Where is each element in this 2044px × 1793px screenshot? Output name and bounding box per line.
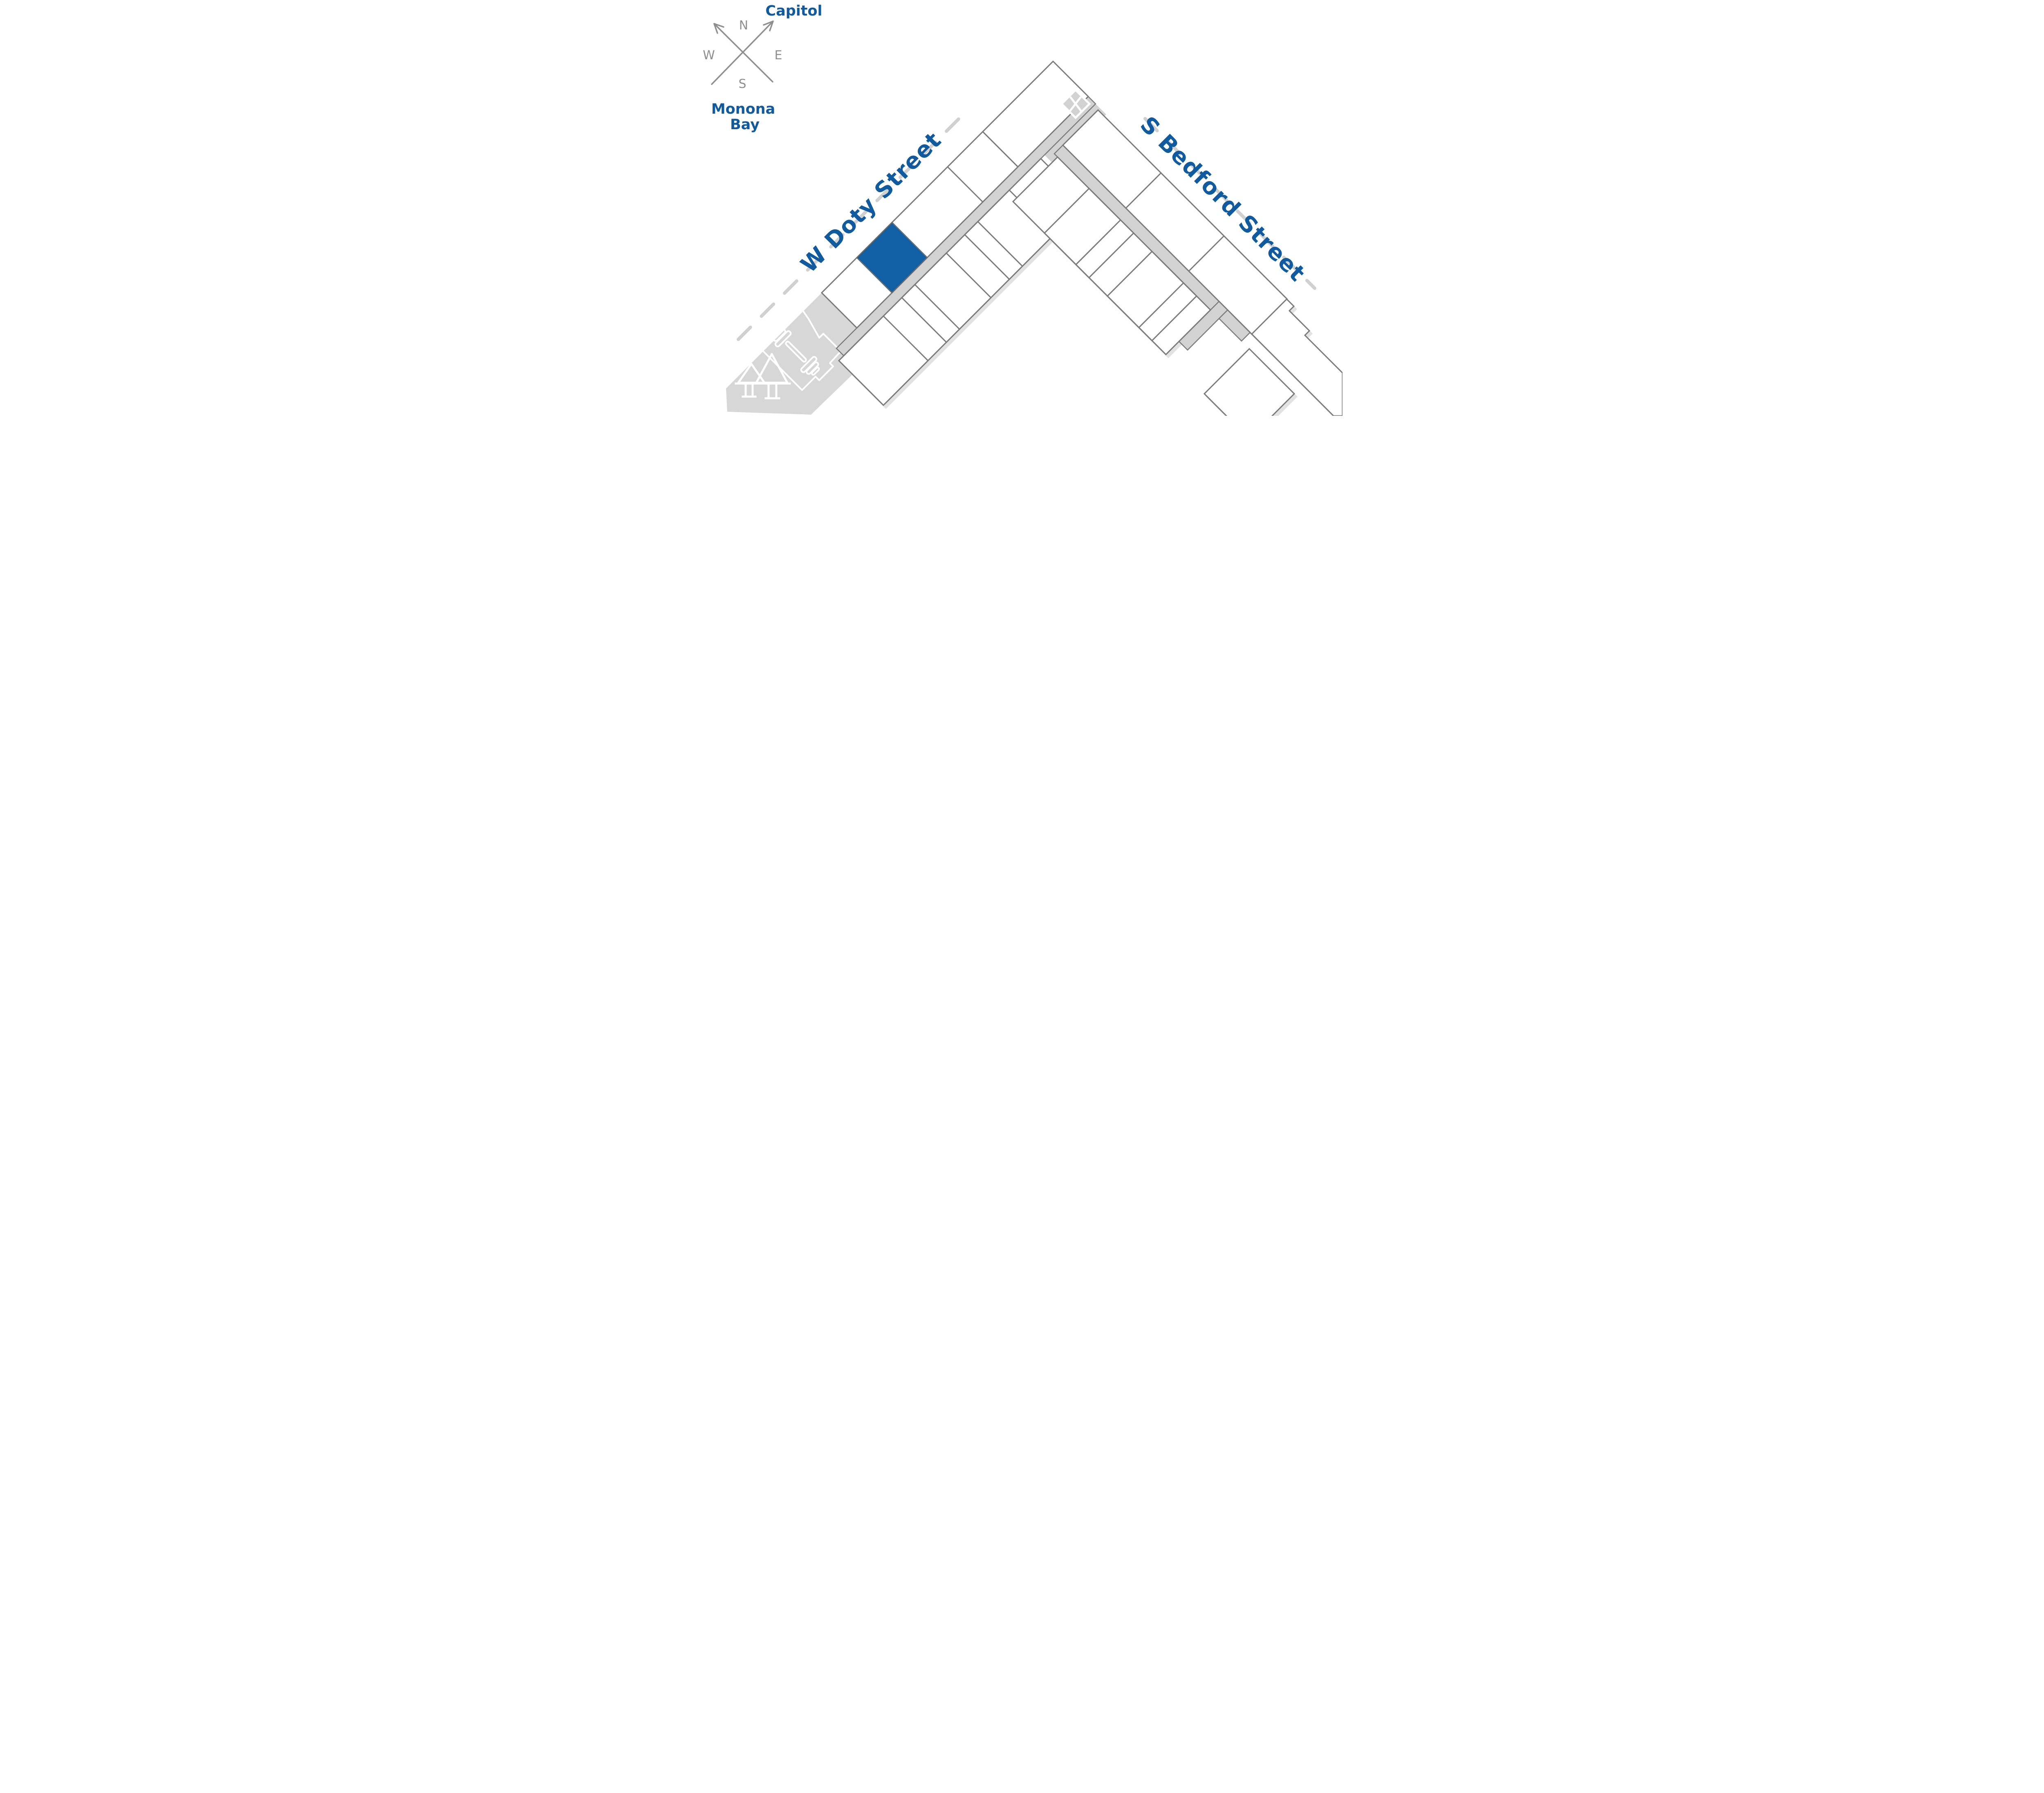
monona-bay-label-line1: Monona — [711, 101, 775, 117]
doty-street-dashed-line — [737, 113, 965, 341]
end-unit-lower[interactable] — [1203, 348, 1295, 416]
dumbbell-plate — [773, 328, 786, 342]
bedford-lower-unit-a[interactable] — [1043, 187, 1135, 279]
dumbbell-icon — [772, 328, 820, 376]
doty-lower-unit-b[interactable] — [901, 252, 992, 343]
monona-bay-label-line2: Bay — [730, 117, 760, 133]
compass-ne-arrowhead — [763, 20, 774, 31]
dumbbell-cap — [811, 366, 820, 376]
dumbbell-cap — [772, 328, 781, 337]
building-layer — [737, 60, 1342, 416]
compass-s: S — [738, 77, 746, 91]
bedford-division-1 — [1125, 172, 1162, 209]
dumbbell-handle — [785, 341, 807, 363]
site-map: W Doty Street S Bedford Street N E S W C… — [702, 0, 1342, 416]
doty-lower-division-1 — [977, 221, 1023, 267]
compass-n: N — [739, 18, 748, 33]
compass-nw-arrowhead — [713, 23, 724, 34]
bedford-lower-division-2 — [1138, 282, 1184, 328]
amenity-deck-outline — [760, 307, 842, 391]
trees-icon — [735, 353, 791, 399]
capitol-label: Capitol — [765, 3, 822, 19]
highlighted-unit[interactable] — [856, 222, 928, 294]
apex-unit[interactable] — [982, 60, 1089, 168]
bedford-street-dashed-line — [1143, 117, 1316, 290]
page: W Doty Street S Bedford Street N E S W C… — [702, 0, 1342, 416]
compass-w: W — [703, 48, 715, 63]
bedford-lower-unit-b[interactable] — [1106, 250, 1198, 342]
stair-core-x-stroke-2 — [1069, 96, 1082, 112]
doty-lower-division-2 — [914, 284, 960, 330]
terrace-stepped-outline — [760, 307, 842, 391]
compass-rose — [711, 20, 774, 85]
doty-division-1 — [947, 166, 984, 203]
bedford-lower-division-1 — [1075, 219, 1121, 265]
compass-ne-arrow-shaft — [711, 20, 774, 85]
dumbbell-plate — [806, 361, 819, 375]
doty-lower-unit-c[interactable] — [838, 315, 929, 406]
compass-nw-arrow-shaft — [713, 23, 773, 83]
compass-e: E — [775, 48, 782, 63]
bedford-division-2 — [1188, 235, 1225, 272]
